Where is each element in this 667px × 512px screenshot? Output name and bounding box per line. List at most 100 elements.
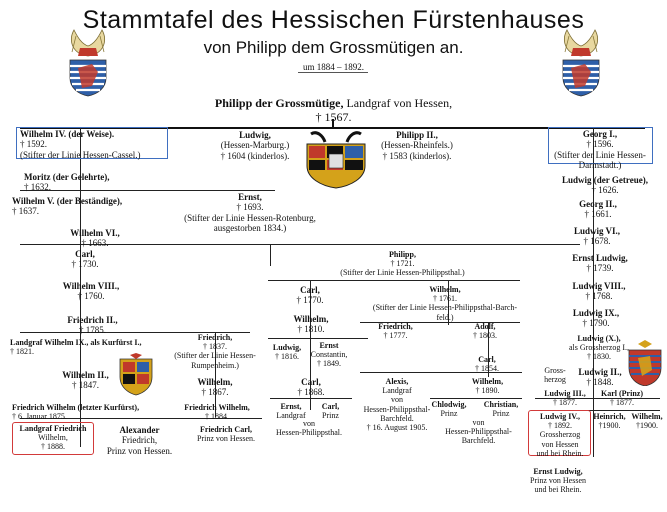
person-line: † 1884. xyxy=(205,412,229,422)
person-line: †1900. xyxy=(598,421,621,431)
person-friedrich-1777: Friedrich,† 1777. xyxy=(368,322,423,340)
era-note: um 1884 – 1892. xyxy=(302,62,364,72)
lfw-frame xyxy=(12,422,94,455)
person-line: † 1661. xyxy=(584,209,612,220)
person-line: Hessen-Philippsthal- xyxy=(445,427,512,437)
ludwig4-frame xyxy=(528,410,591,456)
person-line: † 1892. xyxy=(548,421,572,431)
person-line: Landgraf Wilhelm IX., als Kurfürst I., xyxy=(10,338,142,347)
person-line: Prinz von Hessen xyxy=(530,476,586,486)
person-line: Barchfeld. xyxy=(461,436,496,446)
person-ernst: Ernst,† 1693.(Stifter der Linie Hessen-R… xyxy=(180,192,320,233)
person-line: Ludwig (der Getreue), xyxy=(562,175,648,185)
person-ludwig8: Ludwig VIII.,† 1768. xyxy=(566,281,632,302)
person-line: † 1867. xyxy=(201,387,229,398)
person-heinrich: Heinrich,†1900. xyxy=(592,412,627,430)
person-line: Alexander xyxy=(119,425,160,435)
person-line: Wilhelm IV. (der Weise). xyxy=(20,129,115,139)
person-fw-kurfuerst: Friedrich Wilhelm (letzter Kurfürst),† 6… xyxy=(12,403,167,421)
person-line: † 1785. xyxy=(79,325,106,336)
person-line: † 1888. xyxy=(41,442,65,452)
person-line: †1900. xyxy=(636,421,658,431)
person-line: Christian, xyxy=(483,400,519,409)
person-line: Wilhelm, xyxy=(471,377,504,386)
person-ludwig6: Ludwig VI.,† 1678. xyxy=(566,226,628,247)
person-line: Rumpenheim.) xyxy=(191,360,239,370)
person-line: † 1810. xyxy=(297,324,325,335)
person-line: Prinz xyxy=(440,409,458,419)
person-line: Prinz von Hessen. xyxy=(106,445,173,456)
person-line: Wilhelm II., xyxy=(62,370,109,380)
kurhessen-coat-of-arms-icon xyxy=(119,353,153,396)
person-line: † 1849. xyxy=(317,359,341,369)
rumpenheim-line xyxy=(215,332,216,417)
person-philipp-1721: Philipp,† 1721.(Stifter der Linie Hessen… xyxy=(320,250,485,278)
person-line: Ludwig II., xyxy=(578,367,622,377)
person-wilhelm2: Wilhelm II.,† 1847. xyxy=(58,370,113,391)
person-line: † 1877. xyxy=(610,398,634,408)
person-line: † 1730. xyxy=(71,259,99,270)
person-line: Landgraf xyxy=(276,411,306,421)
person-ludwig-getreue: Ludwig (der Getreue),† 1626. xyxy=(555,175,655,196)
person-line: † 1790. xyxy=(582,318,610,329)
person-wilhelm4: Wilhelm IV. (der Weise).† 1592.(Stifter … xyxy=(20,129,165,160)
person-line: Ludwig IV., xyxy=(539,412,581,421)
karl-children-line xyxy=(535,410,660,411)
root-title: Landgraf von Hessen, xyxy=(343,96,453,110)
person-line: Ludwig III., xyxy=(544,389,586,398)
person-line: Wilhelm, xyxy=(429,285,461,294)
era-underline xyxy=(298,72,368,73)
person-line: Darmstadt.) xyxy=(578,160,622,171)
person-line: † 1604 (kinderlos). xyxy=(220,150,290,161)
root-node: Philipp der Grossmütige, Landgraf von He… xyxy=(0,96,667,125)
root-stem xyxy=(332,119,334,129)
person-carl-1868: Carl,† 1868. xyxy=(292,377,330,398)
person-line: † 1739. xyxy=(586,263,614,274)
person-line: † 6. Januar 1875. xyxy=(12,412,67,422)
person-chlodwig: Chlodwig,Prinz xyxy=(425,400,473,418)
wilhelm1810-children-line xyxy=(268,338,368,339)
person-line: Wilhelm, xyxy=(631,412,663,421)
person-line: † 1877. xyxy=(553,398,577,408)
person-line: Wilhelm V. (der Beständige), xyxy=(12,196,123,206)
person-adolf: Adolf,† 1803. xyxy=(465,322,505,340)
person-line: Carl, xyxy=(301,377,321,387)
person-wilhelm-1890: Wilhelm,† 1890. xyxy=(465,377,510,395)
person-line: Ernst, xyxy=(238,192,262,202)
person-karl-prinz: Karl (Prinz)† 1877. xyxy=(598,389,646,407)
person-line: Ernst Ludwig, xyxy=(572,253,628,263)
person-line: Chlodwig, xyxy=(431,400,467,409)
person-line: Wilhelm VI., xyxy=(70,228,120,238)
person-line: Prinz xyxy=(322,411,339,421)
person-line: Philipp, xyxy=(389,250,416,259)
person-line: Constantin, xyxy=(310,350,348,360)
person-ludwig2: Ludwig II.,† 1848. xyxy=(571,367,629,388)
person-ernst-lg: Ernst,Landgraf xyxy=(270,402,312,420)
hessen-darmstadt-frame xyxy=(548,127,653,164)
person-ludwig-marburg: Ludwig,(Hessen-Marburg.)† 1604 (kinderlo… xyxy=(214,130,296,161)
barchfeld-children-line xyxy=(360,322,520,323)
person-line: † 1837. xyxy=(203,342,227,352)
carl1854-children-line xyxy=(360,372,522,373)
person-carl-prinz: Carl,Prinz xyxy=(313,402,348,420)
person-line: † 1847. xyxy=(72,380,99,391)
person-line: Ludwig IX., xyxy=(572,308,620,318)
person-georg1: Georg I.,† 1596.(Stifter der Linie Hesse… xyxy=(550,129,650,170)
ludwig2-children-line xyxy=(535,398,660,399)
person-moritz: Moritz (der Gelehrte),† 1632. xyxy=(24,172,122,193)
person-line: Adolf, xyxy=(474,322,496,331)
person-line: † 1868. xyxy=(297,387,325,398)
person-line: Wilhelm, xyxy=(197,377,233,387)
person-line: Ludwig VI., xyxy=(573,226,621,236)
person-line: von Hessen xyxy=(541,439,579,449)
person-line: Friedrich Carl, xyxy=(200,425,252,434)
person-christian: Christian,Prinz xyxy=(477,400,525,418)
person-line: † 1678. xyxy=(583,236,611,247)
person-ludwig9: Ludwig IX.,† 1790. xyxy=(566,308,626,329)
